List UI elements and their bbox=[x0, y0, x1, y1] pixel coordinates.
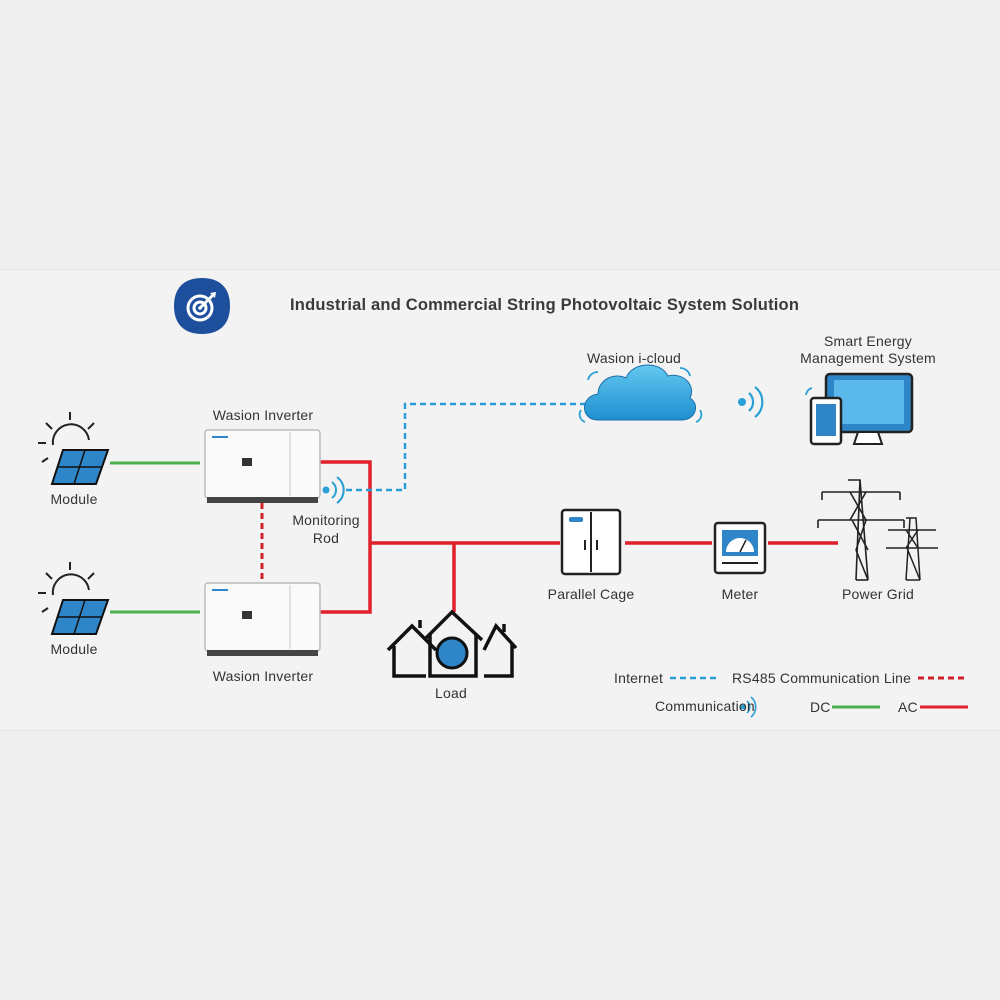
ac-lines bbox=[320, 460, 838, 614]
diagram-panel bbox=[0, 269, 1000, 731]
module-label-bottom: Module bbox=[50, 641, 98, 657]
module-label-top: Module bbox=[50, 491, 98, 507]
inverter-label-bottom: Wasion Inverter bbox=[212, 668, 314, 684]
legend-communication-label: Communication bbox=[655, 698, 755, 714]
cloud-icon bbox=[578, 364, 703, 423]
monitor-icon bbox=[824, 372, 914, 445]
inverter-icon bbox=[204, 429, 321, 503]
inverter-icon bbox=[204, 582, 321, 656]
meter-label: Meter bbox=[721, 586, 759, 602]
internet-line bbox=[346, 402, 585, 492]
legend-dc-label: DC bbox=[810, 699, 831, 715]
legend-rs485-label: RS485 Communication Line bbox=[732, 670, 912, 686]
wifi-signal-icon bbox=[322, 476, 345, 504]
monitoring-rod-label-line1: Monitoring bbox=[292, 512, 360, 528]
sun-icon bbox=[38, 562, 95, 613]
ems-label-line2: Management System bbox=[800, 350, 936, 366]
transmission-tower-icon bbox=[886, 517, 938, 581]
load-label: Load bbox=[435, 685, 467, 701]
wifi-signal-icon bbox=[738, 386, 764, 418]
diagram-title: Industrial and Commercial String Photovo… bbox=[290, 296, 800, 314]
legend-internet-label: Internet bbox=[614, 670, 664, 686]
legend-ac-label: AC bbox=[898, 699, 918, 715]
tablet-icon bbox=[805, 387, 843, 446]
parallel-cage-label: Parallel Cage bbox=[547, 586, 635, 602]
transmission-tower-icon bbox=[817, 479, 905, 581]
monitoring-rod-label-line2: Rod bbox=[312, 530, 340, 546]
target-icon bbox=[172, 276, 232, 336]
solar-panel-icon bbox=[50, 599, 110, 635]
cabinet-icon bbox=[560, 508, 622, 576]
legend-communication-icon bbox=[740, 696, 757, 718]
ems-label-line1: Smart Energy bbox=[824, 333, 912, 349]
meter-icon bbox=[713, 521, 767, 575]
power-grid-label: Power Grid bbox=[841, 586, 915, 602]
sun-icon bbox=[38, 412, 95, 463]
solar-panel-icon bbox=[50, 449, 110, 485]
inverter-label-top: Wasion Inverter bbox=[212, 407, 314, 423]
cloud-label: Wasion i-cloud bbox=[586, 350, 682, 366]
houses-icon bbox=[386, 609, 518, 678]
load-circle bbox=[435, 636, 469, 670]
